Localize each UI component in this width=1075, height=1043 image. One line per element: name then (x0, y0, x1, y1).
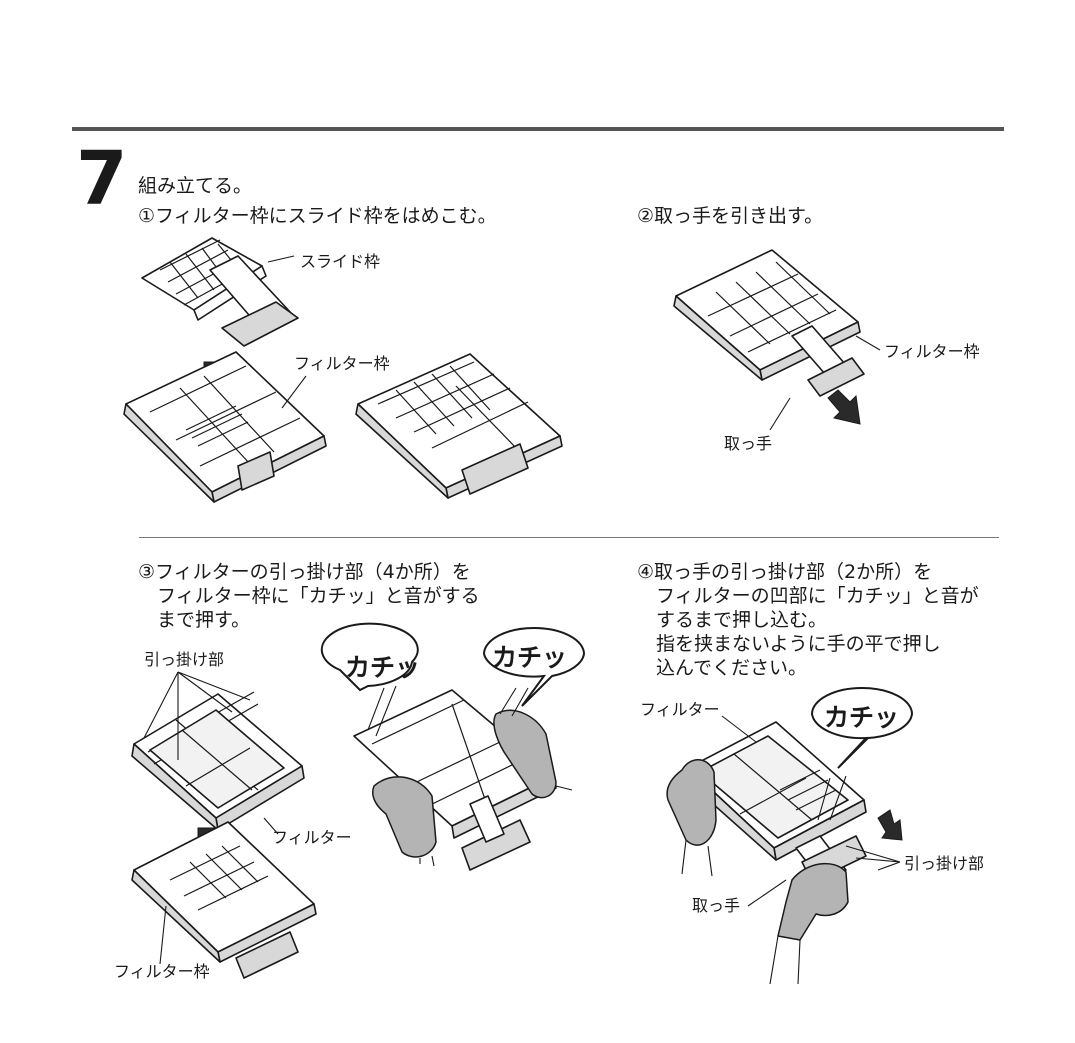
label-slide-frame: スライド枠 (300, 252, 381, 271)
right-hand-step4 (777, 862, 849, 941)
label-hook-3: 引っ掛け部 (144, 650, 225, 669)
substep-4-line-2: フィルターの凹部に「カチッ」と音が (656, 585, 979, 607)
click-bubble-step4 (810, 687, 914, 769)
substep-3-line-3: まで押す。 (157, 609, 251, 631)
top-rule (72, 127, 1004, 131)
click-sound-left: カチッ (345, 653, 421, 682)
assembled-frame-illustration (355, 353, 563, 499)
click-bubble-right (482, 627, 586, 707)
left-hand-step4 (666, 759, 717, 846)
section-divider (139, 537, 999, 538)
click-sound-right: カチッ (492, 643, 568, 672)
label-filter-frame-1: フィルター枠 (294, 354, 390, 373)
handle-pull-illustration (673, 249, 865, 397)
substep-4-line-1: ④取っ手の引っ掛け部（2か所）を (637, 561, 933, 583)
click-sound-step4: カチッ (824, 703, 900, 732)
filter-hook-illustration (131, 691, 305, 831)
filter-frame-illustration (123, 351, 327, 503)
label-handle-2: 取っ手 (724, 434, 773, 453)
label-handle-4: 取っ手 (692, 896, 741, 915)
click-bubble-left (320, 622, 419, 692)
substep-2-text: ②取っ手を引き出す。 (637, 205, 824, 227)
step-number: 7 (76, 136, 128, 222)
substep-4-line-5: 込んでください。 (656, 657, 808, 679)
substep-3-line-2: フィルター枠に「カチッ」と音がする (157, 585, 480, 607)
label-filter-frame-3: フィルター枠 (114, 962, 210, 981)
substep-4-line-3: するまで押し込む。 (656, 609, 828, 631)
push-arrow (877, 809, 903, 841)
filter-frame-lower-illustration (131, 821, 317, 979)
label-filter-frame-2: フィルター枠 (884, 342, 980, 361)
right-hand-shape (493, 709, 557, 799)
label-hook-4: 引っ掛け部 (904, 854, 985, 873)
label-filter-3: フィルター (272, 828, 352, 847)
step-title: 組み立てる。 (138, 175, 253, 197)
substep-1-text: ①フィルター枠にスライド枠をはめこむ。 (138, 205, 497, 227)
left-hand-shape (372, 776, 437, 858)
label-filter-4: フィルター (640, 700, 720, 719)
pull-arrow (827, 389, 861, 425)
press-filter-illustration (353, 689, 557, 871)
substep-4-line-4: 指を挟まないように手の平で押し (656, 633, 941, 655)
slide-frame-illustration (141, 237, 299, 347)
substep-3-line-1: ③フィルターの引っ掛け部（4か所）を (138, 561, 471, 583)
